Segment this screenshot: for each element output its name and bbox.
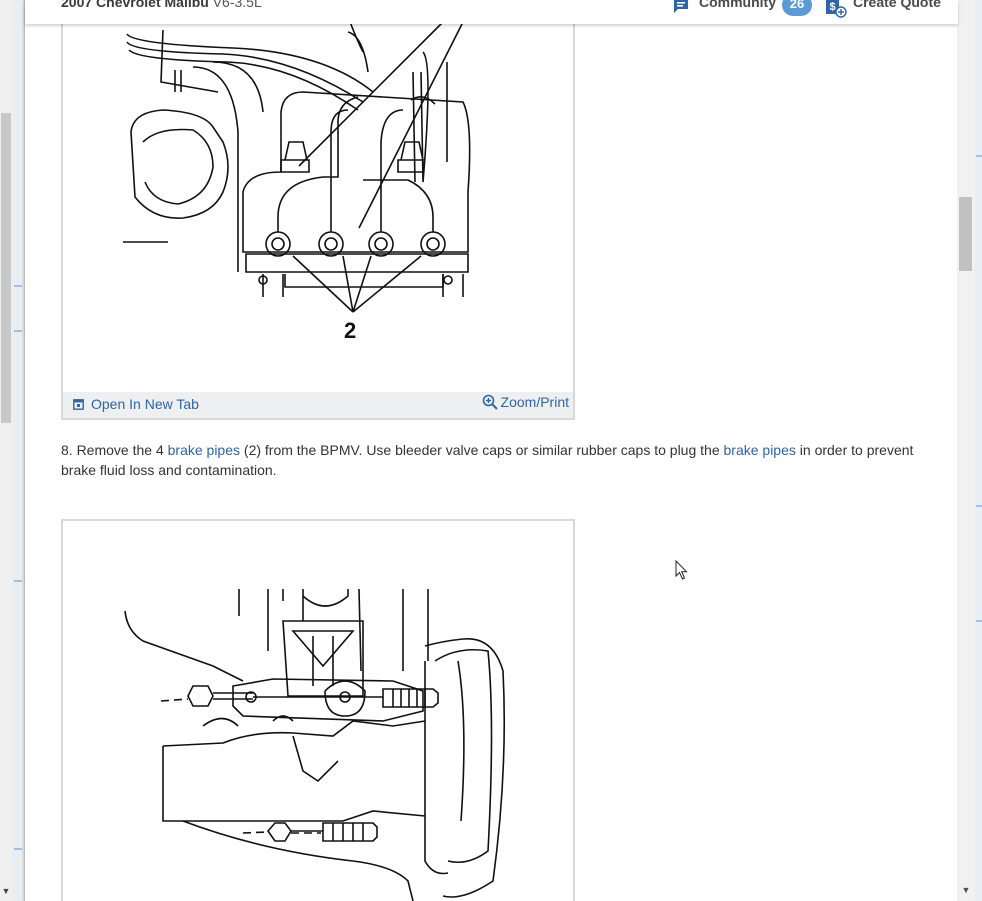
background-divider bbox=[14, 580, 22, 582]
page-scrollbar-thumb[interactable] bbox=[959, 197, 972, 271]
zoom-print-label: Zoom/Print bbox=[500, 394, 569, 410]
repair-procedure-modal: 2007 Chevrolet Malibu V6-3.5L Community … bbox=[24, 0, 958, 901]
background-scrollbar[interactable]: ▼ bbox=[0, 0, 12, 901]
figure-toolbar: Open In New Tab Zoom/Print bbox=[63, 392, 573, 418]
modal-header: 2007 Chevrolet Malibu V6-3.5L Community … bbox=[25, 0, 958, 24]
brake-pipes-diagram: 2 Open In New Tab Zoom/ bbox=[61, 0, 575, 420]
svg-text:$: $ bbox=[829, 1, 835, 13]
mouse-cursor-icon bbox=[675, 560, 688, 580]
create-quote-button[interactable]: $ Create Quote bbox=[825, 0, 941, 20]
open-in-new-tab-label: Open In New Tab bbox=[91, 396, 199, 412]
create-quote-label: Create Quote bbox=[853, 0, 941, 10]
step-text-part: 8. Remove the 4 bbox=[61, 442, 168, 458]
background-scroll-down-arrow-icon[interactable]: ▼ bbox=[1, 886, 11, 896]
background-window: ▼ bbox=[0, 0, 24, 901]
step-text-part: in order to prevent brake fluid loss and… bbox=[61, 442, 914, 478]
community-count-badge: 26 bbox=[782, 0, 812, 16]
open-in-new-tab-link[interactable]: Open In New Tab bbox=[73, 396, 199, 412]
community-button[interactable]: Community 26 bbox=[673, 0, 812, 20]
dollar-document-icon: $ bbox=[826, 0, 847, 18]
new-tab-icon bbox=[73, 398, 84, 410]
zoom-print-link[interactable]: Zoom/Print bbox=[482, 394, 569, 410]
background-scrollbar-thumb[interactable] bbox=[1, 113, 11, 423]
background-window-edge bbox=[975, 0, 982, 901]
background-divider bbox=[14, 330, 22, 332]
bpmv-bracket-diagram bbox=[61, 519, 575, 901]
bpmv-brake-pipes-illustration bbox=[123, 1, 471, 313]
brake-pipes-link[interactable]: brake pipes bbox=[723, 442, 796, 458]
vehicle-engine: V6-3.5L bbox=[212, 0, 262, 10]
background-divider bbox=[976, 620, 982, 622]
background-divider bbox=[14, 848, 22, 850]
vehicle-title: 2007 Chevrolet Malibu V6-3.5L bbox=[61, 0, 262, 10]
community-label: Community bbox=[699, 0, 776, 10]
brake-pipes-link[interactable]: brake pipes bbox=[167, 442, 241, 458]
chat-bubble-icon bbox=[674, 0, 688, 13]
magnifier-plus-icon bbox=[482, 394, 498, 410]
background-divider bbox=[976, 155, 982, 157]
vehicle-year-make: 2007 Chevrolet Malibu bbox=[61, 0, 209, 10]
callout-number: 2 bbox=[344, 318, 357, 343]
background-divider bbox=[14, 285, 22, 287]
step-8-instruction: 8. Remove the 4 brake pipes (2) from the… bbox=[61, 440, 931, 480]
scroll-down-arrow-icon[interactable]: ▼ bbox=[961, 885, 971, 895]
step-text-part: (2) from the BPMV. Use bleeder valve cap… bbox=[240, 442, 724, 458]
background-divider bbox=[976, 505, 982, 507]
bpmv-bracket-bolts-illustration bbox=[124, 588, 506, 901]
